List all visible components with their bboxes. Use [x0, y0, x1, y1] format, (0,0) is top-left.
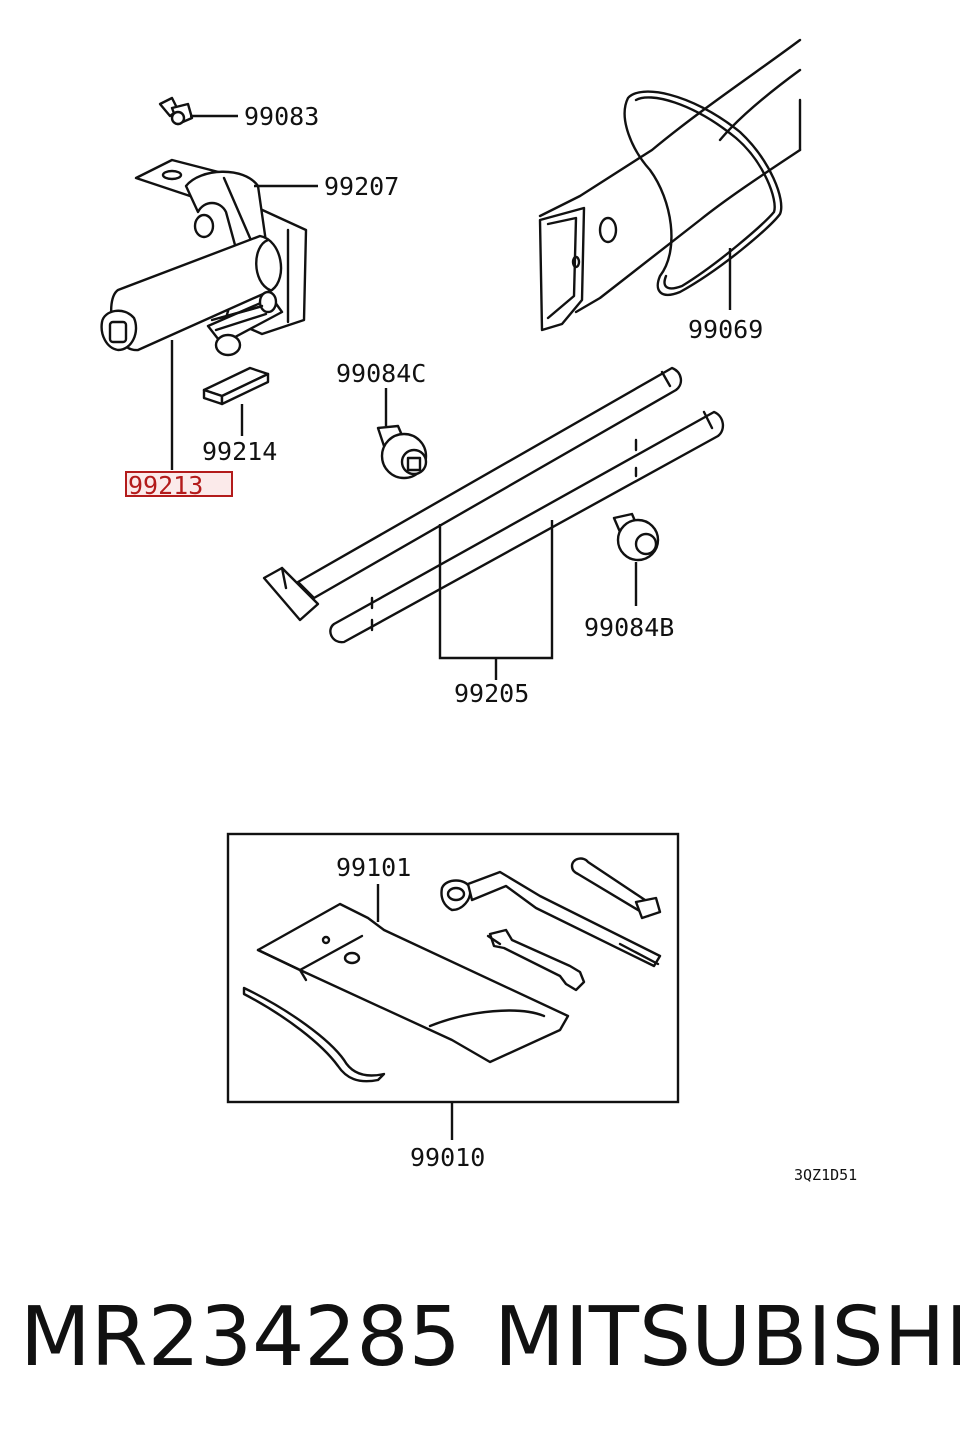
label-99214: 99214 [202, 437, 277, 466]
label-99069: 99069 [688, 315, 763, 344]
tool-set-drawing [242, 857, 662, 1083]
jack-handle-drawing [262, 366, 725, 644]
drawing-code: 3QZ1D51 [794, 1166, 857, 1184]
leader-bracket-99205 [438, 520, 554, 680]
clip-c-drawing [376, 424, 428, 480]
part-number: MR234285 [20, 1290, 461, 1385]
label-99084b: 99084B [584, 613, 674, 642]
label-99205: 99205 [454, 679, 529, 708]
label-99010: 99010 [410, 1143, 485, 1172]
jack-drawing [100, 158, 308, 357]
label-99213: 99213 [128, 471, 203, 500]
label-99101: 99101 [336, 853, 411, 882]
label-99207: 99207 [324, 172, 399, 201]
label-99084c: 99084C [336, 359, 426, 388]
label-99083: 99083 [244, 102, 319, 131]
highlight-box-99213 [125, 471, 233, 497]
clip-b-drawing [612, 512, 660, 562]
brand-name: MITSUBISHI [494, 1290, 960, 1385]
wing-nut-drawing [158, 96, 194, 126]
jack-pad-drawing [202, 366, 270, 406]
strap-band-drawing [538, 38, 802, 332]
